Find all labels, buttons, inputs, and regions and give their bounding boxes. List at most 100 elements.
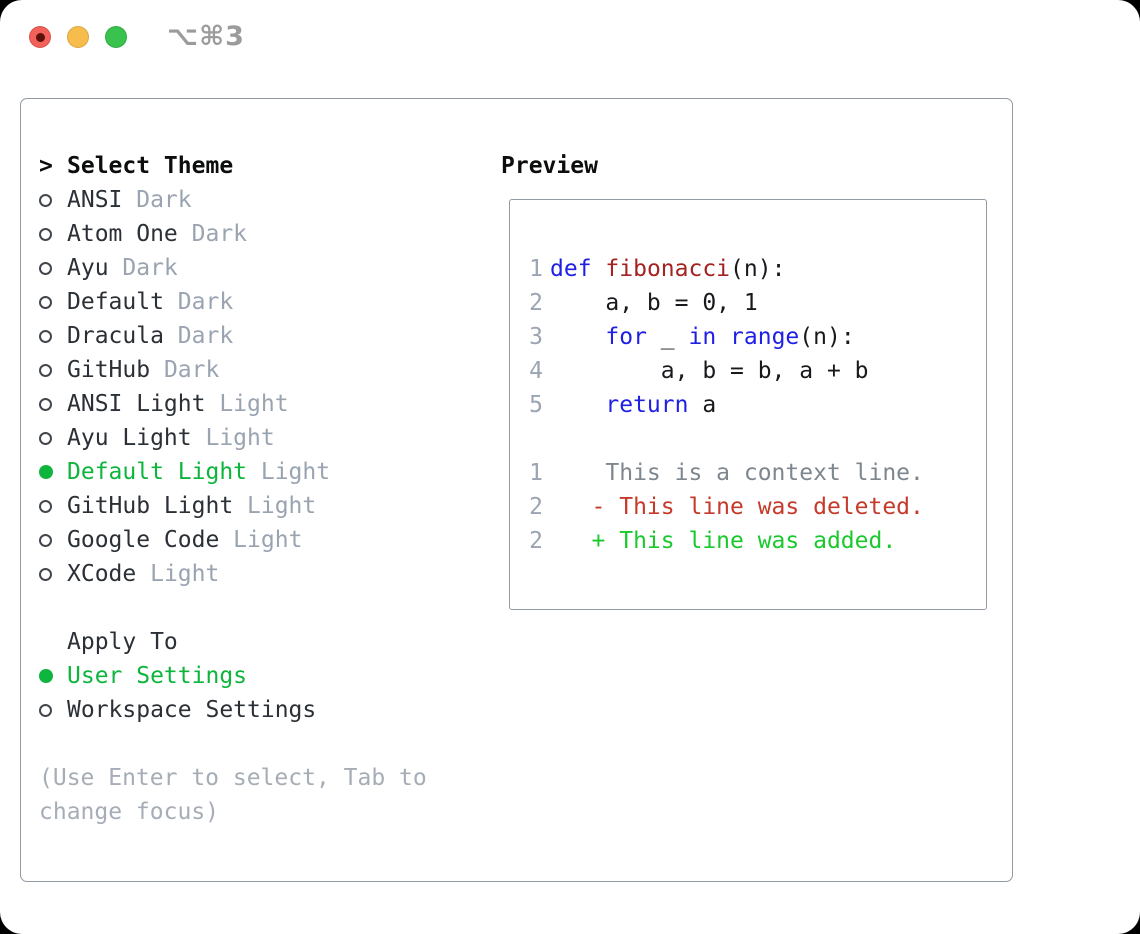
theme-option-ansi[interactable]: ANSI Dark: [39, 183, 479, 217]
option-variant-label: Dark: [163, 289, 234, 315]
select-theme-header: > Select Theme: [39, 149, 479, 183]
option-label: ANSI: [67, 187, 123, 213]
code-segment-ctx: This is a context line.: [550, 460, 924, 486]
option-variant-label: Dark: [122, 187, 192, 213]
code-segment-fn: fibonacci: [605, 256, 731, 282]
radio-icon: [39, 261, 52, 275]
theme-option-atom-one[interactable]: Atom One Dark: [39, 217, 479, 251]
code-segment-del: - This line was deleted.: [550, 494, 924, 520]
option-label: ANSI Light: [67, 391, 206, 417]
radio-icon: [39, 397, 52, 411]
option-label: User Settings: [67, 663, 248, 689]
code-segment-kw: return: [605, 392, 689, 418]
zoom-button[interactable]: [105, 26, 127, 48]
option-label: Atom One: [67, 221, 178, 247]
radio-selected-icon: [39, 669, 53, 683]
radio-icon: [39, 499, 52, 513]
line-number: 2: [529, 494, 543, 520]
code-line: 4 a, b = b, a + b: [529, 354, 986, 388]
preview-title: Preview: [501, 153, 598, 179]
theme-option-google-code[interactable]: Google Code Light: [39, 523, 479, 557]
code-segment-pl: a, b = b, a + b: [550, 358, 869, 384]
close-dot-icon: [35, 32, 45, 42]
option-label: Default: [67, 289, 164, 315]
line-number: 1: [529, 460, 543, 486]
code-line: 1 This is a context line.: [529, 456, 986, 490]
option-variant-label: Light: [247, 459, 331, 485]
code-line: 2 + This line was added.: [529, 524, 986, 558]
radio-icon: [39, 431, 52, 445]
radio-icon: [39, 703, 52, 717]
code-line: [529, 422, 986, 456]
code-segment-pl: _: [646, 324, 689, 350]
radio-icon: [39, 533, 52, 547]
code-line: 3 for _ in range(n):: [529, 320, 986, 354]
code-segment-add: + This line was added.: [550, 528, 897, 554]
minimize-button[interactable]: [67, 26, 89, 48]
option-variant-label: Dark: [177, 221, 248, 247]
apply-to-header: Apply To: [39, 625, 479, 659]
theme-option-default[interactable]: Default Dark: [39, 285, 479, 319]
code-line: 1 def fibonacci(n):: [529, 252, 986, 286]
option-label: Ayu: [67, 255, 109, 281]
option-label: Default Light: [67, 459, 248, 485]
code-segment-pl: (n):: [799, 324, 855, 350]
close-button[interactable]: [29, 26, 51, 48]
apply-option-workspace-settings[interactable]: Workspace Settings: [39, 693, 479, 727]
code-segment-kw: in: [688, 324, 717, 350]
option-label: Dracula: [67, 323, 164, 349]
code-segment-pl: a, b = 0, 1: [550, 290, 758, 316]
option-variant-label: Light: [191, 425, 275, 451]
code-segment-pl: [550, 388, 605, 422]
code-segment-kw: def: [550, 256, 592, 282]
option-variant-label: Dark: [150, 357, 220, 383]
option-variant-label: Light: [205, 391, 289, 417]
code-segment-pl: (n):: [730, 256, 786, 282]
radio-selected-icon: [39, 465, 53, 479]
code-segment-pl: [592, 252, 606, 286]
radio-icon: [39, 363, 52, 377]
theme-option-github[interactable]: GitHub Dark: [39, 353, 479, 387]
radio-icon: [39, 329, 52, 343]
apply-option-user-settings[interactable]: User Settings: [39, 659, 479, 693]
line-number: 2: [529, 290, 543, 316]
line-number: 2: [529, 528, 543, 554]
radio-icon: [39, 227, 52, 241]
option-variant-label: Light: [136, 561, 220, 587]
line-number: 3: [529, 324, 543, 350]
code-segment-kw: range: [730, 324, 800, 350]
keyboard-hint: (Use Enter to select, Tab to change focu…: [39, 765, 427, 825]
theme-option-ayu-light[interactable]: Ayu Light Light: [39, 421, 479, 455]
option-label: GitHub Light: [67, 493, 234, 519]
line-number: 4: [529, 358, 543, 384]
theme-option-xcode[interactable]: XCode Light: [39, 557, 479, 591]
apply-to-title: Apply To: [67, 629, 178, 655]
theme-option-github-light[interactable]: GitHub Light Light: [39, 489, 479, 523]
option-label: Ayu Light: [67, 425, 192, 451]
radio-icon: [39, 295, 52, 309]
option-label: Google Code: [67, 527, 220, 553]
option-variant-label: Light: [233, 493, 317, 519]
code-segment-pl: a: [688, 392, 717, 418]
theme-option-ayu[interactable]: Ayu Dark: [39, 251, 479, 285]
code-line: 2 - This line was deleted.: [529, 490, 986, 524]
option-label: GitHub: [67, 357, 151, 383]
line-number: [529, 422, 543, 456]
code-segment-pl: [716, 320, 730, 354]
window-hotkey-label: ⌥⌘3: [167, 21, 245, 52]
theme-option-ansi-light[interactable]: ANSI Light Light: [39, 387, 479, 421]
theme-option-default-light[interactable]: Default Light Light: [39, 455, 479, 489]
cursor-arrow-icon: >: [39, 153, 53, 179]
option-label: Workspace Settings: [67, 697, 317, 723]
line-number: 1: [529, 256, 543, 282]
theme-option-dracula[interactable]: Dracula Dark: [39, 319, 479, 353]
select-theme-title: Select Theme: [67, 153, 234, 179]
radio-icon: [39, 567, 52, 581]
